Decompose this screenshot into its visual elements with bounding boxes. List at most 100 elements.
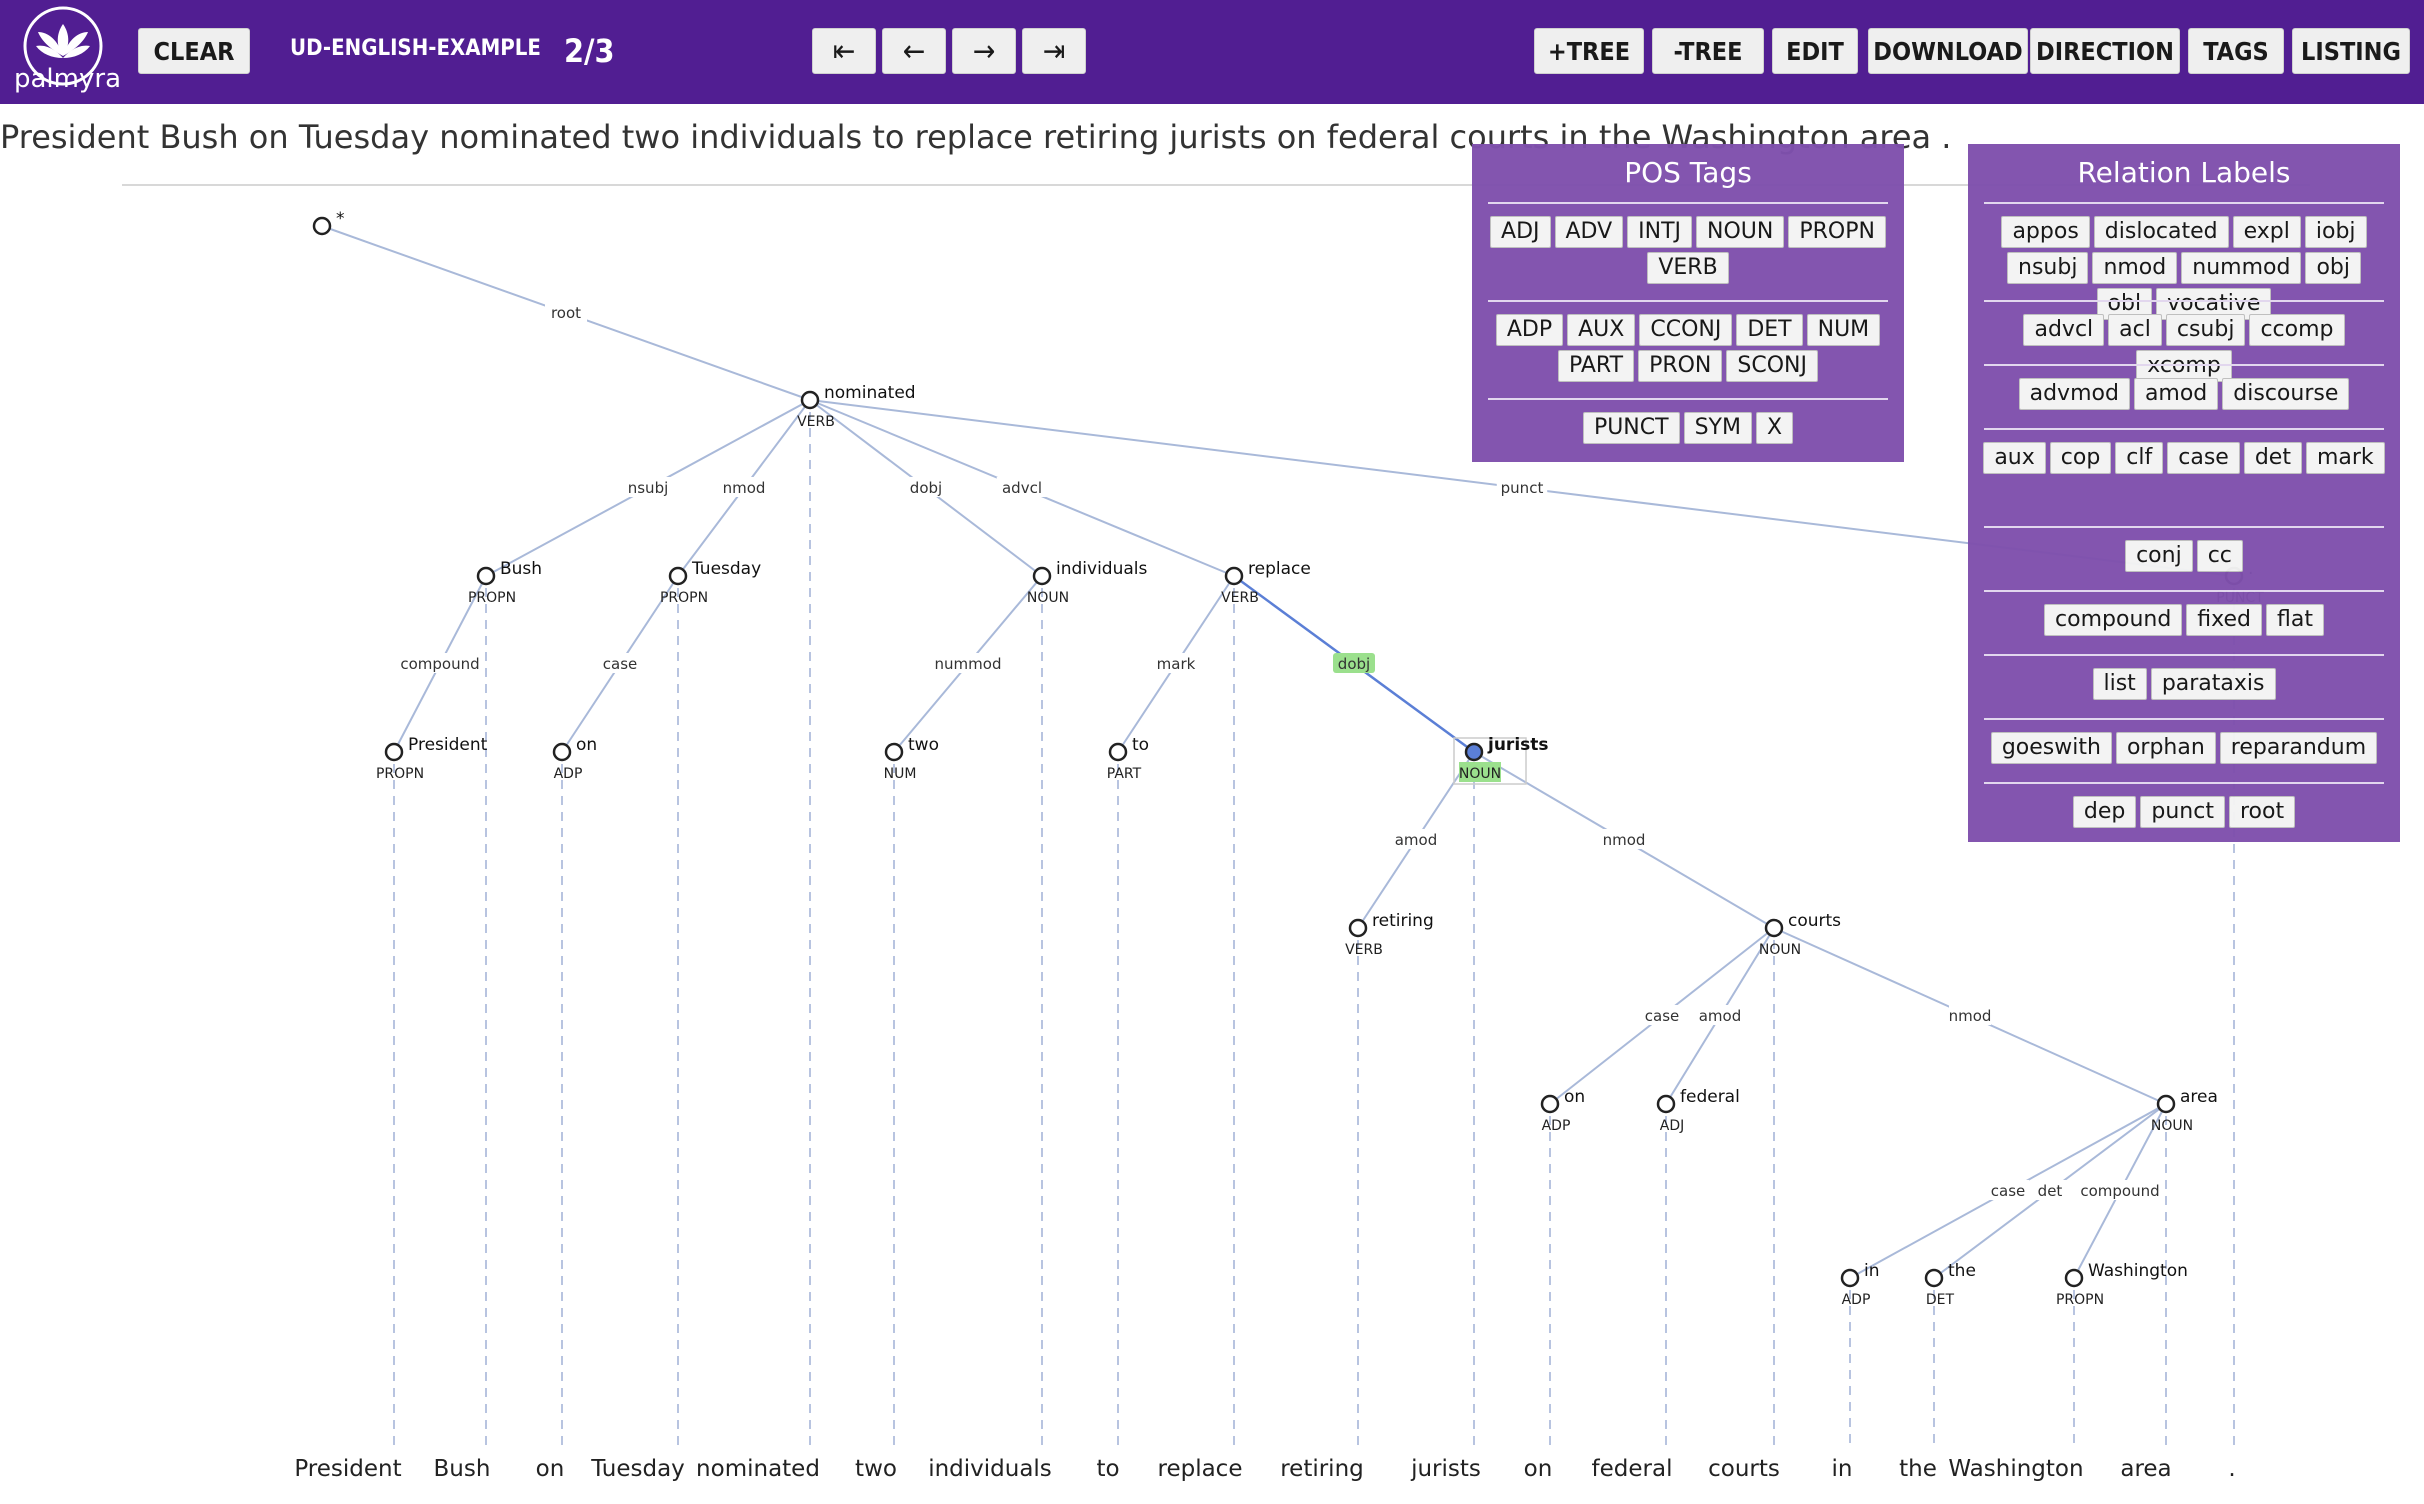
pos-tag-button-punct[interactable]: PUNCT	[1582, 412, 1680, 444]
pos-tag-button-cconj[interactable]: CCONJ	[1639, 314, 1733, 346]
relation-button-nummod[interactable]: nummod	[2181, 252, 2302, 284]
relation-button-dep[interactable]: dep	[2072, 796, 2137, 828]
edge-label[interactable]: case	[1991, 1182, 2025, 1200]
node-to[interactable]	[1108, 742, 1128, 762]
pos-tag-button-adp[interactable]: ADP	[1495, 314, 1564, 346]
relation-button-iobj[interactable]: iobj	[2304, 216, 2367, 248]
pos-tag-button-det[interactable]: DET	[1736, 314, 1803, 346]
relation-button-parataxis[interactable]: parataxis	[2150, 668, 2276, 700]
relation-button-nsubj[interactable]: nsubj	[2007, 252, 2089, 284]
pos-tag-button-x[interactable]: X	[1755, 412, 1794, 444]
relation-button-csubj[interactable]: csubj	[2165, 314, 2246, 346]
first-tree-button[interactable]: ⇤	[812, 28, 876, 74]
relation-button-advmod[interactable]: advmod	[2018, 378, 2130, 410]
edge-label[interactable]: det	[2038, 1182, 2063, 1200]
node-two[interactable]	[884, 742, 904, 762]
remove-tree-button[interactable]: -TREE	[1652, 28, 1764, 74]
node-pos-tag[interactable]: NUM	[884, 766, 917, 782]
pos-tag-button-part[interactable]: PART	[1558, 350, 1635, 382]
relation-button-discourse[interactable]: discourse	[2222, 378, 2350, 410]
relation-button-flat[interactable]: flat	[2266, 604, 2324, 636]
node-individuals[interactable]	[1032, 566, 1052, 586]
relation-button-cop[interactable]: cop	[2049, 442, 2112, 474]
edge-label[interactable]: nmod	[1603, 831, 1646, 849]
node-pos-tag[interactable]: NOUN	[1759, 942, 1801, 958]
pos-tag-button-verb[interactable]: VERB	[1647, 252, 1729, 284]
node-pos-tag[interactable]: VERB	[1345, 942, 1383, 958]
node-jurists[interactable]	[1464, 742, 1484, 762]
node-pos-tag[interactable]: NOUN	[1027, 590, 1069, 606]
edge-label[interactable]: compound	[2080, 1182, 2159, 1200]
node-pos-tag[interactable]: PROPN	[468, 590, 516, 606]
relation-button-ccomp[interactable]: ccomp	[2249, 314, 2345, 346]
pos-tag-button-propn[interactable]: PROPN	[1788, 216, 1886, 248]
edge-label[interactable]: nummod	[935, 655, 1002, 673]
relation-button-fixed[interactable]: fixed	[2186, 604, 2262, 636]
node-pos-tag[interactable]: NOUN	[2151, 1118, 2193, 1134]
edge-label[interactable]: case	[603, 655, 637, 673]
node-pos-tag[interactable]: PROPN	[376, 766, 424, 782]
edge-label[interactable]: case	[1645, 1007, 1679, 1025]
edge-label[interactable]: mark	[1157, 655, 1196, 673]
tags-button[interactable]: TAGS	[2188, 28, 2284, 74]
node-bush[interactable]	[476, 566, 496, 586]
node-root[interactable]	[312, 216, 332, 236]
node-pos-tag[interactable]: PROPN	[660, 590, 708, 606]
pos-tag-button-aux[interactable]: AUX	[1567, 314, 1636, 346]
node-on2[interactable]	[1540, 1094, 1560, 1114]
relation-button-appos[interactable]: appos	[2001, 216, 2090, 248]
clear-button[interactable]: CLEAR	[138, 28, 250, 74]
relation-button-compound[interactable]: compound	[2044, 604, 2183, 636]
listing-button[interactable]: LISTING	[2292, 28, 2410, 74]
direction-button[interactable]: DIRECTION	[2030, 28, 2180, 74]
relation-button-goeswith[interactable]: goeswith	[1990, 732, 2112, 764]
relation-button-amod[interactable]: amod	[2133, 378, 2219, 410]
previous-tree-button[interactable]: ←	[882, 28, 946, 74]
relation-button-nmod[interactable]: nmod	[2092, 252, 2178, 284]
node-pos-tag[interactable]: VERB	[1221, 590, 1259, 606]
edge-label[interactable]: nmod	[723, 479, 766, 497]
relation-button-conj[interactable]: conj	[2125, 540, 2193, 572]
relation-button-root[interactable]: root	[2228, 796, 2296, 828]
node-in[interactable]	[1840, 1268, 1860, 1288]
relation-button-orphan[interactable]: orphan	[2115, 732, 2216, 764]
node-pos-tag[interactable]: ADP	[554, 766, 583, 782]
edge-label[interactable]: advcl	[1002, 479, 1042, 497]
relation-button-aux[interactable]: aux	[1983, 442, 2046, 474]
node-on1[interactable]	[552, 742, 572, 762]
relation-button-acl[interactable]: acl	[2108, 314, 2162, 346]
node-pos-tag[interactable]: VERB	[797, 414, 835, 430]
node-tuesday[interactable]	[668, 566, 688, 586]
next-tree-button[interactable]: →	[952, 28, 1016, 74]
relation-button-reparandum[interactable]: reparandum	[2219, 732, 2378, 764]
node-courts[interactable]	[1764, 918, 1784, 938]
pos-tag-button-pron[interactable]: PRON	[1638, 350, 1723, 382]
node-pos-tag[interactable]: DET	[1926, 1292, 1955, 1308]
relation-button-expl[interactable]: expl	[2232, 216, 2301, 248]
edge-label[interactable]: amod	[1395, 831, 1438, 849]
node-federal[interactable]	[1656, 1094, 1676, 1114]
node-pos-tag[interactable]: PROPN	[2056, 1292, 2104, 1308]
last-tree-button[interactable]: ⇥	[1022, 28, 1086, 74]
relation-button-cc[interactable]: cc	[2196, 540, 2243, 572]
pos-tag-button-adv[interactable]: ADV	[1554, 216, 1624, 248]
node-pos-tag[interactable]: PART	[1107, 766, 1142, 782]
edit-button[interactable]: EDIT	[1772, 28, 1858, 74]
pos-tag-button-intj[interactable]: INTJ	[1627, 216, 1693, 248]
relation-button-list[interactable]: list	[2092, 668, 2147, 700]
edge-label[interactable]: compound	[400, 655, 479, 673]
add-tree-button[interactable]: +TREE	[1534, 28, 1644, 74]
node-replace[interactable]	[1224, 566, 1244, 586]
pos-tag-button-num[interactable]: NUM	[1806, 314, 1881, 346]
node-pos-tag[interactable]: ADP	[1542, 1118, 1571, 1134]
edge-label[interactable]: nmod	[1949, 1007, 1992, 1025]
node-washington[interactable]	[2064, 1268, 2084, 1288]
node-retiring[interactable]	[1348, 918, 1368, 938]
node-nominated[interactable]	[800, 390, 820, 410]
relation-button-det[interactable]: det	[2243, 442, 2302, 474]
edge-label[interactable]: nsubj	[628, 479, 669, 497]
edge-label[interactable]: root	[551, 304, 581, 322]
node-pos-tag[interactable]: NOUN	[1459, 766, 1501, 782]
node-area[interactable]	[2156, 1094, 2176, 1114]
relation-button-mark[interactable]: mark	[2305, 442, 2385, 474]
